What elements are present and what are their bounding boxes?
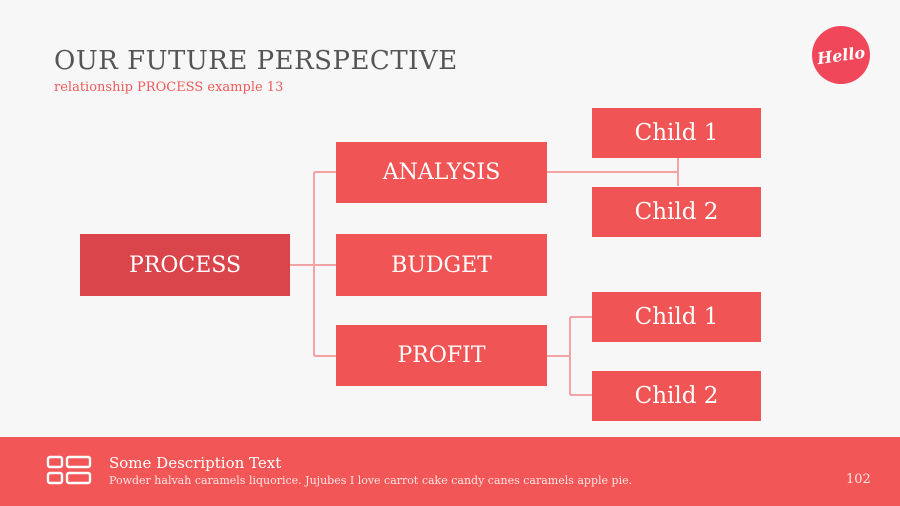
node-budget: BUDGET	[336, 234, 547, 296]
node-profit: PROFIT	[336, 325, 547, 386]
page-subtitle: relationship PROCESS example 13	[54, 80, 284, 95]
node-profit-child-1: Child 1	[592, 292, 761, 342]
node-analysis-child-1: Child 1	[592, 108, 761, 158]
footer-title: Some Description Text	[109, 454, 282, 472]
node-analysis: ANALYSIS	[336, 142, 547, 203]
node-analysis-child-2: Child 2	[592, 187, 761, 237]
footer-description: Powder halvah caramels liquorice. Jujube…	[109, 474, 633, 487]
layout-list-icon	[46, 455, 92, 485]
page-number: 102	[846, 472, 871, 487]
footer-bar	[0, 437, 900, 506]
node-process: PROCESS	[80, 234, 290, 296]
page-title: OUR FUTURE PERSPECTIVE	[54, 46, 458, 76]
node-profit-child-2: Child 2	[592, 371, 761, 421]
